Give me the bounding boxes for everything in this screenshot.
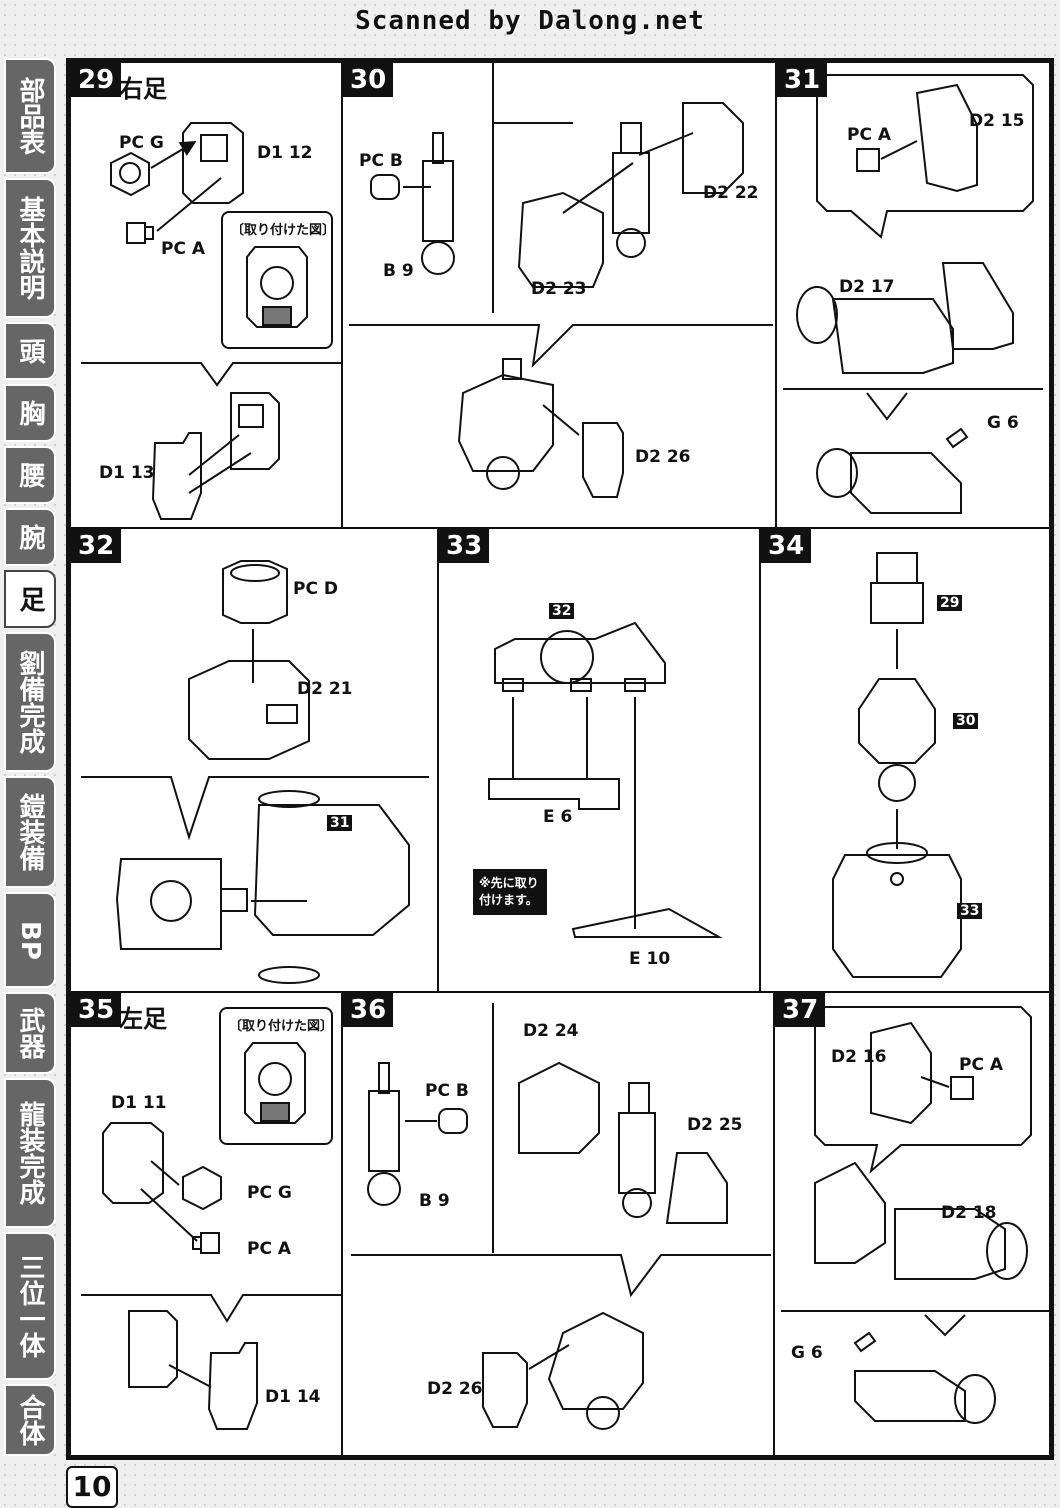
part-ref-badge: 29 — [937, 595, 963, 611]
tab-parts-list[interactable]: 部品表 — [4, 58, 56, 174]
step-29-panel: 29 右足 PC G D1 12 PC A D1 13 〔取り付けた図〕 — [69, 61, 343, 529]
step-36-panel: 36 D2 24 PC B D2 25 B 9 D2 26 — [341, 991, 775, 1457]
tab-basics[interactable]: 基本説明 — [4, 178, 56, 318]
part-label: B 9 — [383, 261, 414, 281]
step-title: 左足 — [119, 1005, 167, 1033]
part-label: D2 25 — [687, 1115, 743, 1135]
part-label: G 6 — [987, 413, 1019, 433]
part-label: PC G — [247, 1183, 292, 1203]
part-label: D2 26 — [427, 1379, 483, 1399]
step-number: 31 — [777, 63, 828, 97]
step-number: 33 — [439, 529, 490, 563]
step-36-illustration — [351, 1003, 771, 1430]
tab-liubei-complete[interactable]: 劉備完成 — [4, 632, 56, 772]
inset-title: 〔取り付けた図〕 — [231, 223, 336, 238]
tab-weapons[interactable]: 武器 — [4, 992, 56, 1074]
part-label: B 9 — [419, 1191, 450, 1211]
step-33-panel: 33 32 E 6 E 10 ※先に取り付けます。 — [437, 527, 761, 993]
step-number: 36 — [343, 993, 394, 1027]
step-37-illustration — [781, 1006, 1049, 1424]
step-number: 37 — [775, 993, 826, 1027]
part-label: D1 12 — [257, 143, 313, 163]
step-35-panel: 35 左足 D1 11 PC G PC A D1 14 〔取り付けた図〕 — [69, 991, 343, 1457]
part-label: PC B — [425, 1081, 469, 1101]
step-31-illustration — [783, 74, 1043, 514]
part-label: D2 15 — [969, 111, 1025, 131]
step-31-panel: 31 PC A D2 15 D2 17 G 6 — [775, 61, 1051, 529]
inset-title: 〔取り付けた図〕 — [229, 1019, 334, 1034]
part-label: D2 18 — [941, 1203, 997, 1223]
attached-view-inset: 〔取り付けた図〕 — [221, 211, 336, 349]
tab-waist[interactable]: 腰 — [4, 446, 56, 504]
part-label: E 10 — [629, 949, 671, 969]
note-attach-first: ※先に取り付けます。 — [473, 869, 547, 915]
step-34-illustration — [832, 552, 962, 978]
tab-dragon-complete[interactable]: 龍装完成 — [4, 1078, 56, 1228]
part-label: D2 22 — [703, 183, 759, 203]
instruction-frame: 29 右足 PC G D1 12 PC A D1 13 〔取り付けた図〕 — [66, 58, 1054, 1460]
part-label: D2 16 — [831, 1047, 887, 1067]
part-ref-badge: 32 — [549, 603, 575, 619]
part-label: PC B — [359, 151, 403, 171]
part-ref-badge: 33 — [957, 903, 983, 919]
part-label: D2 24 — [523, 1021, 579, 1041]
step-number: 30 — [343, 63, 394, 97]
attached-view-inset: 〔取り付けた図〕 — [219, 1007, 333, 1145]
tab-head[interactable]: 頭 — [4, 322, 56, 380]
part-ref-badge: 31 — [327, 815, 353, 831]
part-label: PC A — [959, 1055, 1004, 1075]
part-label: PC G — [119, 133, 164, 153]
part-label: D2 17 — [839, 277, 895, 297]
part-label: D1 13 — [99, 463, 155, 483]
step-30-panel: 30 PC B B 9 D2 22 D2 23 D2 26 — [341, 61, 777, 529]
step-number: 35 — [71, 993, 122, 1027]
part-label: G 6 — [791, 1343, 823, 1363]
step-32-illustration — [81, 560, 429, 984]
step-number: 29 — [71, 63, 122, 97]
part-label: D1 11 — [111, 1093, 167, 1113]
step-33-illustration — [488, 621, 723, 938]
tab-trinity[interactable]: 三位一体 — [4, 1232, 56, 1380]
attached-view-illustration — [244, 1042, 306, 1124]
step-37-panel: 37 D2 16 PC A D2 18 G 6 — [773, 991, 1051, 1457]
part-label: E 6 — [543, 807, 573, 827]
tab-combine[interactable]: 合体 — [4, 1384, 56, 1456]
page-number: 10 — [66, 1466, 118, 1508]
step-32-panel: 32 PC D D2 21 31 — [69, 527, 439, 993]
tab-armor-equip[interactable]: 鎧装備 — [4, 776, 56, 888]
step-35-illustration — [81, 1122, 341, 1430]
part-ref-badge: 30 — [953, 713, 979, 729]
part-label: D1 14 — [265, 1387, 321, 1407]
tab-arm[interactable]: 腕 — [4, 508, 56, 566]
step-title: 右足 — [119, 75, 167, 103]
part-label: PC A — [161, 239, 206, 259]
part-label: PC A — [847, 125, 892, 145]
step-number: 34 — [761, 529, 812, 563]
part-label: D2 23 — [531, 279, 587, 299]
part-label: D2 21 — [297, 679, 353, 699]
part-label: PC A — [247, 1239, 292, 1259]
step-number: 32 — [71, 529, 122, 563]
attached-view-illustration — [246, 246, 308, 328]
step-29-illustration — [81, 122, 341, 520]
step-30-illustration — [349, 63, 773, 498]
scan-credit: Scanned by Dalong.net — [355, 6, 705, 36]
step-34-panel: 34 29 30 33 — [759, 527, 1051, 993]
part-label: PC D — [293, 579, 338, 599]
tab-bp[interactable]: BP — [4, 892, 56, 988]
tab-chest[interactable]: 胸 — [4, 384, 56, 442]
part-label: D2 26 — [635, 447, 691, 467]
tab-leg[interactable]: 足 — [4, 570, 56, 628]
